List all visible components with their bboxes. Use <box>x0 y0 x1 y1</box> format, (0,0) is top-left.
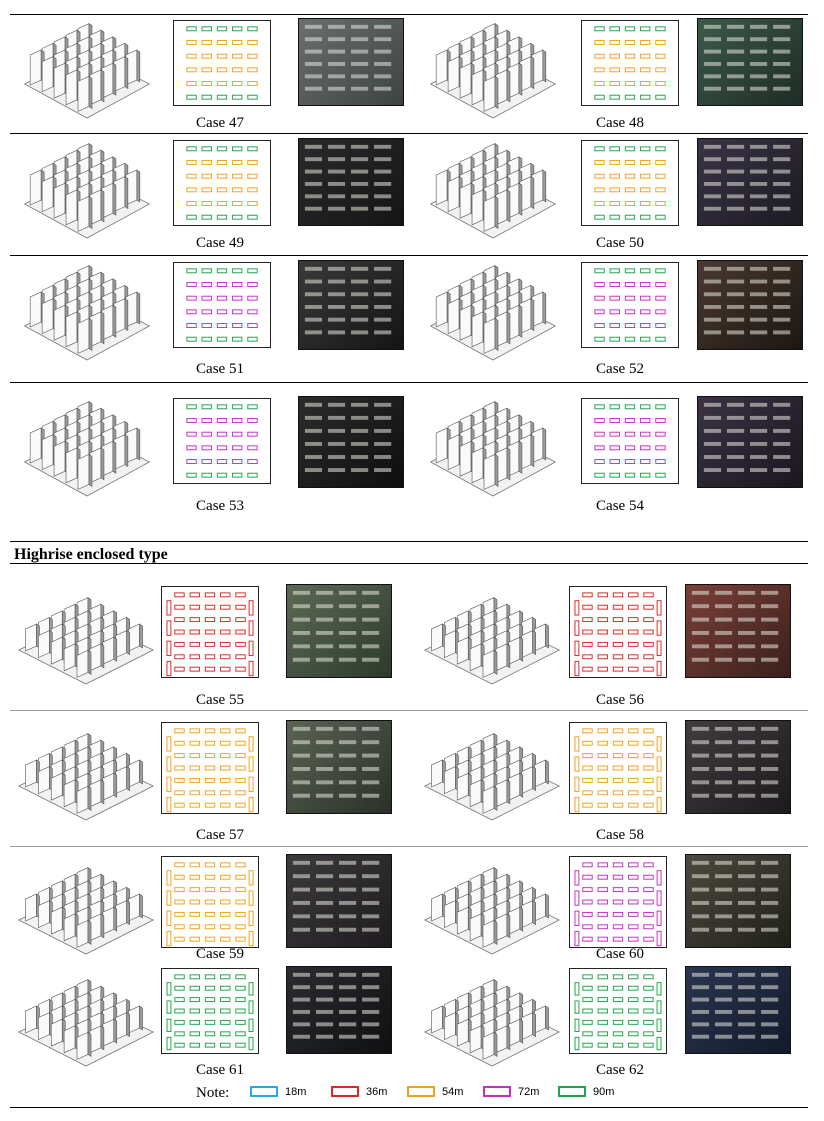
case-isometric-model <box>422 724 562 829</box>
case-isometric-model <box>16 858 156 963</box>
legend-swatch <box>483 1086 511 1097</box>
rule-row2 <box>10 255 808 256</box>
legend-swatch <box>331 1086 359 1097</box>
case-label: Case 53 <box>196 498 244 514</box>
case-satellite-image <box>697 138 803 226</box>
case-isometric-model <box>422 588 562 693</box>
case-site-plan <box>569 722 667 814</box>
rule-section-top <box>10 541 808 542</box>
legend-swatch <box>250 1086 278 1097</box>
case-isometric-model <box>428 22 558 127</box>
case-site-plan <box>173 20 271 106</box>
case-isometric-model <box>22 22 152 127</box>
case-isometric-model <box>22 400 152 505</box>
case-site-plan <box>173 262 271 348</box>
case-label: Case 60 <box>596 946 644 962</box>
case-satellite-image <box>286 720 392 814</box>
case-satellite-image <box>298 396 404 488</box>
case-label: Case 62 <box>596 1062 644 1078</box>
case-site-plan <box>569 586 667 678</box>
case-isometric-model <box>422 858 562 963</box>
case-site-plan <box>581 398 679 484</box>
case-label: Case 49 <box>196 235 244 251</box>
legend-note-label: Note: <box>196 1085 230 1101</box>
case-satellite-image <box>286 966 392 1054</box>
rule-row3 <box>10 382 808 383</box>
rule-top <box>10 14 808 15</box>
legend-label: 18m <box>285 1086 307 1098</box>
rule-section-bottom <box>10 563 808 564</box>
rule-bottom <box>10 1107 808 1108</box>
case-site-plan <box>161 968 259 1054</box>
case-label: Case 59 <box>196 946 244 962</box>
case-satellite-image <box>697 18 803 106</box>
case-satellite-image <box>685 854 791 948</box>
case-label: Case 48 <box>596 115 644 131</box>
case-label: Case 52 <box>596 361 644 377</box>
rule-row5 <box>10 710 808 711</box>
case-isometric-model <box>22 142 152 247</box>
legend-label: 72m <box>518 1086 540 1098</box>
case-satellite-image <box>298 260 404 350</box>
case-satellite-image <box>298 138 404 226</box>
case-satellite-image <box>298 18 404 106</box>
case-satellite-image <box>685 584 791 678</box>
case-isometric-model <box>422 970 562 1075</box>
case-label: Case 51 <box>196 361 244 377</box>
case-label: Case 56 <box>596 692 644 708</box>
rule-row6 <box>10 846 808 847</box>
case-isometric-model <box>428 264 558 369</box>
legend-label: 54m <box>442 1086 464 1098</box>
case-site-plan <box>173 398 271 484</box>
case-label: Case 61 <box>196 1062 244 1078</box>
case-satellite-image <box>697 260 803 350</box>
case-label: Case 50 <box>596 235 644 251</box>
case-isometric-model <box>16 724 156 829</box>
case-label: Case 58 <box>596 827 644 843</box>
case-isometric-model <box>428 400 558 505</box>
legend-label: 90m <box>593 1086 615 1098</box>
legend-label: 36m <box>366 1086 388 1098</box>
case-label: Case 47 <box>196 115 244 131</box>
section-title: Highrise enclosed type <box>14 546 168 563</box>
case-isometric-model <box>428 142 558 247</box>
case-site-plan <box>569 968 667 1054</box>
rule-row1 <box>10 133 808 134</box>
case-satellite-image <box>685 720 791 814</box>
case-site-plan <box>581 140 679 226</box>
case-site-plan <box>161 586 259 678</box>
case-label: Case 54 <box>596 498 644 514</box>
case-site-plan <box>161 722 259 814</box>
legend-swatch <box>407 1086 435 1097</box>
case-label: Case 57 <box>196 827 244 843</box>
case-site-plan <box>161 856 259 948</box>
case-isometric-model <box>16 970 156 1075</box>
case-isometric-model <box>16 588 156 693</box>
legend-swatch <box>558 1086 586 1097</box>
case-satellite-image <box>685 966 791 1054</box>
case-site-plan <box>569 856 667 948</box>
case-satellite-image <box>286 584 392 678</box>
case-satellite-image <box>697 396 803 488</box>
case-satellite-image <box>286 854 392 948</box>
case-site-plan <box>581 262 679 348</box>
case-site-plan <box>173 140 271 226</box>
case-isometric-model <box>22 264 152 369</box>
case-site-plan <box>581 20 679 106</box>
case-label: Case 55 <box>196 692 244 708</box>
